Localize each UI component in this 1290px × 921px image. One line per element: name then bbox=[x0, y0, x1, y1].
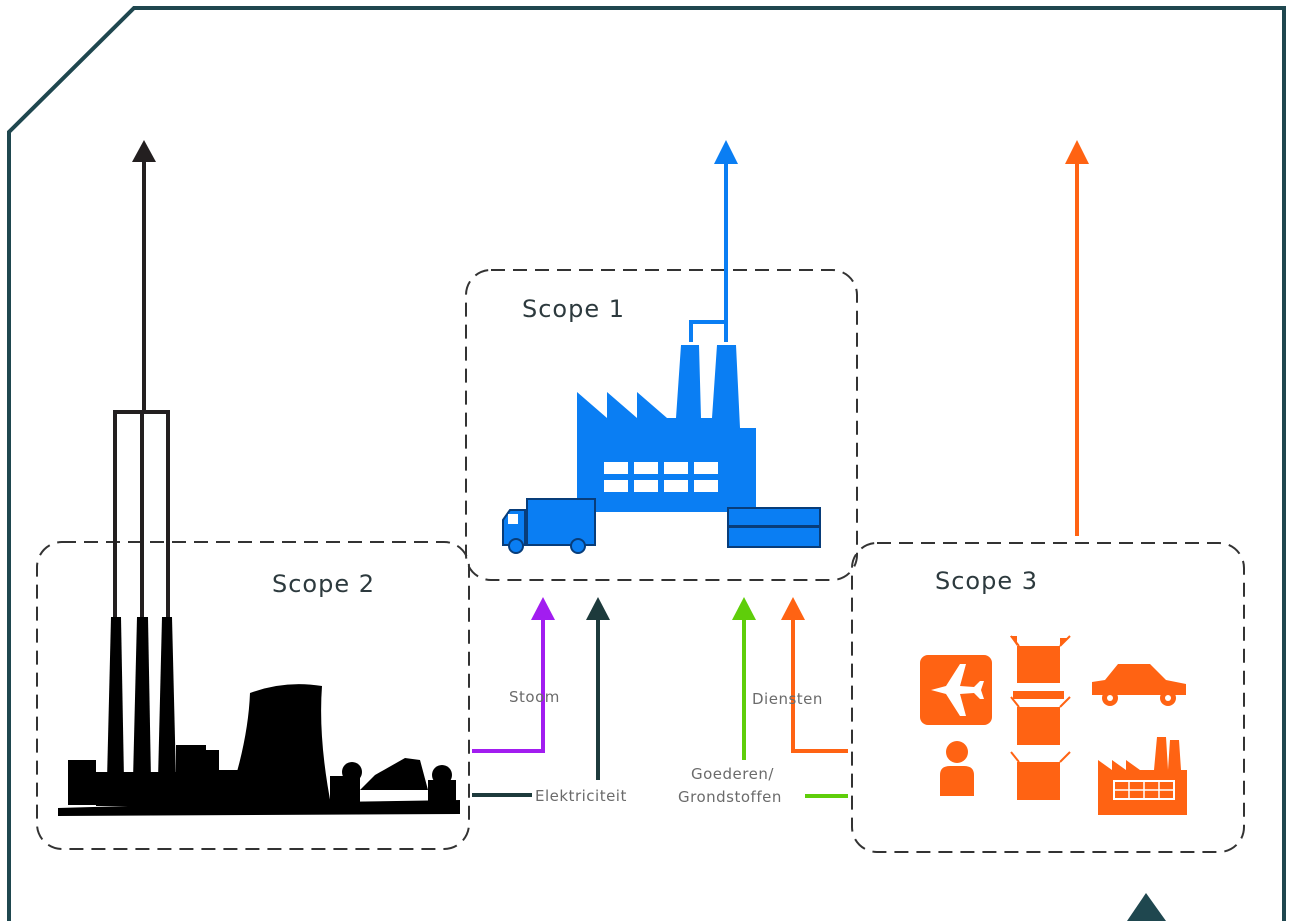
scope1-box bbox=[465, 269, 858, 581]
elektriciteit-label: Elektriciteit bbox=[535, 787, 627, 805]
scope2-arrowhead-icon bbox=[132, 140, 156, 162]
corner-triangle-icon bbox=[1127, 893, 1166, 921]
car-icon bbox=[1092, 664, 1186, 706]
scope2-emission-arrow bbox=[113, 160, 170, 618]
elektriciteit-arrowhead-icon bbox=[586, 597, 610, 620]
package-icon bbox=[1010, 635, 1071, 800]
scope2-box bbox=[36, 541, 470, 850]
goederen-label-line1: Goederen/ bbox=[691, 765, 774, 783]
diensten-flow-line bbox=[791, 616, 848, 753]
supplier-factory-icon bbox=[1098, 737, 1187, 815]
machine-icon bbox=[727, 507, 821, 548]
outer-frame bbox=[7, 6, 1286, 921]
stoom-label: Stoom bbox=[509, 688, 560, 706]
scope2-label: Scope 2 bbox=[272, 570, 375, 598]
truck-icon bbox=[502, 498, 596, 554]
person-icon bbox=[940, 741, 974, 796]
power-plant-icon bbox=[58, 617, 460, 816]
diensten-arrowhead-icon bbox=[781, 597, 805, 620]
scope1-emission-arrow bbox=[689, 162, 728, 342]
goederen-arrowhead-icon bbox=[732, 597, 756, 620]
stoom-flow-line bbox=[472, 616, 545, 753]
scope1-label: Scope 1 bbox=[522, 295, 625, 323]
stoom-arrowhead-icon bbox=[531, 597, 555, 620]
scope3-label: Scope 3 bbox=[935, 567, 1038, 595]
airplane-icon bbox=[920, 655, 992, 725]
scope3-box bbox=[851, 542, 1245, 853]
factory-icon bbox=[577, 345, 756, 512]
diensten-label: Diensten bbox=[752, 690, 823, 708]
goederen-label-line2: Grondstoffen bbox=[678, 788, 782, 806]
scope3-arrowhead-icon bbox=[1065, 140, 1089, 164]
scope1-arrowhead-icon bbox=[714, 140, 738, 164]
